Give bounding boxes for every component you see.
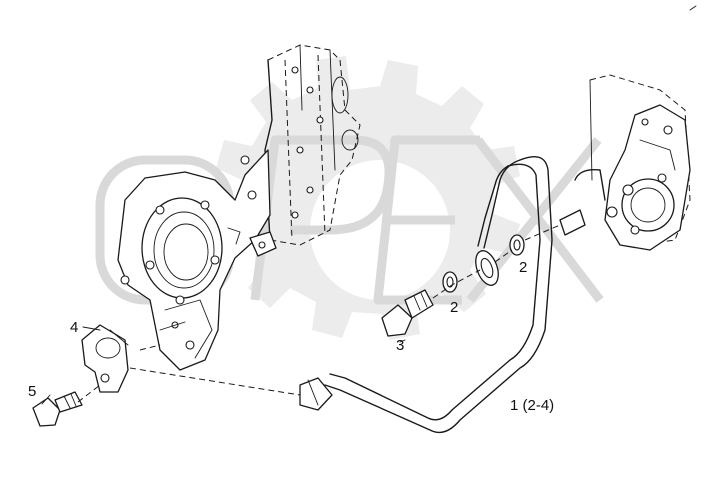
pipe-clamp [81,324,129,393]
pipe-assembly [299,156,586,434]
callout-clamp-bolt: 5 [28,383,36,400]
watermark-gear [216,56,520,340]
callout-pipe-assembly: 1 (2-4) [510,397,554,414]
callout-washer-lower: 2 [450,299,458,316]
callout-washer-upper: 2 [519,259,527,276]
corner-mark [689,5,697,11]
assembly-lines [77,224,561,403]
leader-lines [41,326,406,405]
watermark-logo [95,56,604,340]
callout-pipe-clamp: 4 [70,319,78,336]
clamp-bolt [32,391,83,427]
banjo-bolt [381,289,434,337]
pump-flange [574,74,691,251]
engine-housing [117,44,361,371]
callout-banjo-bolt: 3 [396,337,404,354]
sealing-washer-upper [509,234,525,256]
sealing-washer-lower [442,271,458,293]
